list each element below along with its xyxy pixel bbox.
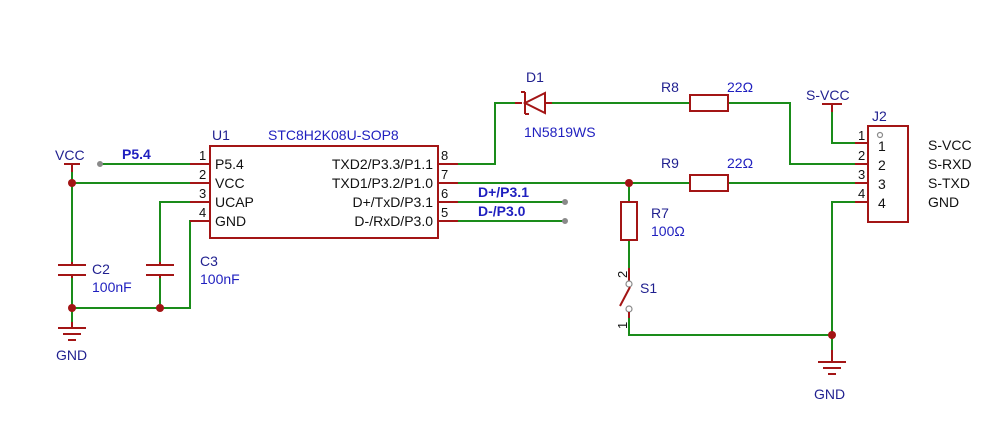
u1-chip: U1 STC8H2K08U-SOP8 1 2 3 4 P5.4 VCC UCAP… <box>190 127 458 239</box>
net-label-p54: P5.4 <box>122 146 151 162</box>
j2-pin-outer: 2 <box>858 148 865 163</box>
u1-pin-num: 4 <box>199 205 206 220</box>
u1-pin-num: 7 <box>441 167 448 182</box>
j2-signal-label: S-VCC <box>928 137 972 153</box>
d1-value: 1N5819WS <box>524 124 596 140</box>
s1-pin2: 2 <box>615 271 630 278</box>
net-labels: P5.4 D+/P3.1 D-/P3.0 <box>97 146 568 224</box>
junction-dot <box>828 331 836 339</box>
vcc-label: VCC <box>55 147 85 163</box>
r8-ref: R8 <box>661 79 679 95</box>
j2-signal-label: S-RXD <box>928 156 972 172</box>
resistor-r9: R9 22Ω <box>661 155 753 192</box>
j2-pin-inner: 2 <box>878 157 886 173</box>
junction-dot <box>68 304 76 312</box>
u1-pin-num: 5 <box>441 205 448 220</box>
j2-pin-inner: 4 <box>878 195 886 211</box>
r7-value: 100Ω <box>651 223 685 239</box>
c2-value: 100nF <box>92 279 132 295</box>
r9-value: 22Ω <box>727 155 753 171</box>
s-vcc-label: S-VCC <box>806 87 850 103</box>
c3-value: 100nF <box>200 271 240 287</box>
u1-pin-name: P5.4 <box>215 156 244 172</box>
s1-pin1: 1 <box>615 322 630 329</box>
diode-d1: D1 1N5819WS <box>515 69 596 140</box>
j2-pin-inner: 1 <box>878 138 886 154</box>
switch-s1: S1 2 1 <box>615 268 657 329</box>
u1-pin-num: 6 <box>441 186 448 201</box>
junction-dot <box>156 304 164 312</box>
u1-pin-name: UCAP <box>215 194 254 210</box>
junction-dot <box>68 179 76 187</box>
net-label-dminus: D-/P3.0 <box>478 203 526 219</box>
s-vcc-symbol: S-VCC <box>806 87 850 112</box>
u1-pin-name: D-/RxD/P3.0 <box>354 213 433 229</box>
junction-dot <box>625 179 633 187</box>
u1-ref: U1 <box>212 127 230 143</box>
u1-pin-num: 3 <box>199 186 206 201</box>
u1-pin-name: VCC <box>215 175 245 191</box>
junctions <box>68 179 836 339</box>
d1-ref: D1 <box>526 69 544 85</box>
gnd-label: GND <box>56 347 87 363</box>
gnd-label: GND <box>814 386 845 402</box>
u1-pin-num: 1 <box>199 148 206 163</box>
j2-signal-label: S-TXD <box>928 175 970 191</box>
c2-ref: C2 <box>92 261 110 277</box>
j2-ref: J2 <box>872 108 887 124</box>
u1-pin-name: TXD1/P3.2/P1.0 <box>332 175 433 191</box>
s1-ref: S1 <box>640 280 657 296</box>
connector-j2: J2 1 2 3 4 1 2 3 4 S-VCC S-RXD S-TXD GND <box>855 108 972 223</box>
u1-pin-name: TXD2/P3.3/P1.1 <box>332 156 433 172</box>
capacitor-c2: C2 100nF <box>58 261 132 295</box>
u1-pin-name: GND <box>215 213 246 229</box>
resistor-r7: R7 100Ω <box>620 201 685 241</box>
r9-ref: R9 <box>661 155 679 171</box>
resistor-r8: R8 22Ω <box>661 79 753 112</box>
gnd-symbol-left: GND <box>56 322 87 363</box>
r7-ref: R7 <box>651 205 669 221</box>
net-label-dplus: D+/P3.1 <box>478 184 529 200</box>
j2-pin-outer: 3 <box>858 167 865 182</box>
u1-pin-num: 2 <box>199 167 206 182</box>
wires <box>71 102 856 351</box>
u1-pin-name: D+/TxD/P3.1 <box>352 194 433 210</box>
vcc-symbol-left: VCC <box>55 147 85 172</box>
u1-pin-num: 8 <box>441 148 448 163</box>
gnd-symbol-right: GND <box>814 350 846 402</box>
c3-ref: C3 <box>200 253 218 269</box>
j2-pin-outer: 1 <box>858 128 865 143</box>
j2-pin-outer: 4 <box>858 186 865 201</box>
u1-part-number: STC8H2K08U-SOP8 <box>268 127 399 143</box>
j2-pin-inner: 3 <box>878 176 886 192</box>
r8-value: 22Ω <box>727 79 753 95</box>
j2-signal-label: GND <box>928 194 959 210</box>
capacitor-c3: C3 100nF <box>146 253 240 287</box>
